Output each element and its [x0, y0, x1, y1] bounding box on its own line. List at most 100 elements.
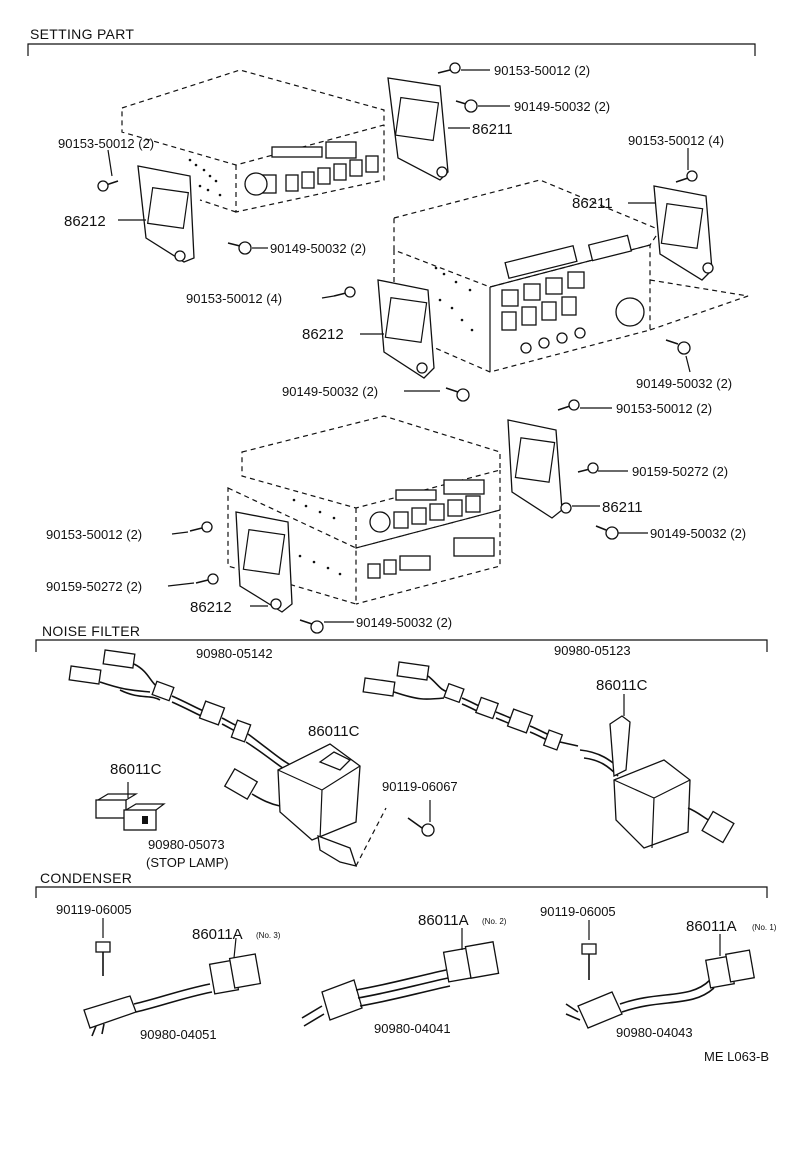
callout-label: (No. 2) [482, 917, 507, 926]
screw-icon [407, 817, 435, 837]
connector-icon [123, 809, 157, 831]
callout-label: (STOP LAMP) [146, 855, 229, 870]
connector-icon [542, 729, 564, 751]
callout-label: 90149-50032 (2) [636, 376, 732, 391]
wire [559, 741, 579, 747]
unit-1-button-3 [317, 167, 331, 185]
callout-label: 90153-50012 (2) [46, 527, 142, 542]
unit-3-button-3 [429, 503, 445, 521]
callout-label: 90159-50272 (2) [632, 464, 728, 479]
connector-icon [506, 708, 534, 734]
noise-filter-harness-1 [68, 649, 387, 867]
screw-icon [675, 170, 698, 183]
wire [99, 681, 151, 693]
condenser-lead [565, 1003, 581, 1021]
bracket-86212-unit-1 [137, 165, 195, 263]
connector-icon [474, 696, 500, 720]
callout-label: 90980-04051 [140, 1027, 217, 1042]
callout-label: 86211 [472, 121, 513, 138]
connector-icon [68, 665, 102, 685]
condenser-body [83, 995, 137, 1029]
condenser-no2 [301, 928, 500, 1027]
unit-2-bracket-link [649, 279, 749, 331]
unit-3-labels: 90153-50012 (2) 90159-50272 (2) 86211 90… [46, 401, 746, 630]
unit-3-lower-side [227, 487, 357, 605]
unit-2-leaders [321, 148, 691, 392]
condenser-no1 [565, 920, 756, 1029]
bracket-plate [507, 419, 563, 519]
bracket-86212-unit-2 [377, 279, 435, 379]
condenser-no3 [83, 918, 262, 1037]
unit-1-button-4 [333, 163, 347, 181]
unit-3-lower-button-2 [383, 559, 397, 575]
bolt-icon [455, 99, 478, 113]
wire [393, 691, 445, 700]
bracket-tab-hole [270, 598, 282, 610]
unit-2-display [504, 244, 578, 280]
callout-label: 90119-06005 [540, 904, 616, 919]
filter-bracket [317, 835, 357, 867]
screw-icon [189, 521, 213, 533]
callout-label: 90149-50032 (2) [356, 615, 452, 630]
bracket-plate [377, 279, 435, 379]
unit-1-leaders [107, 69, 510, 249]
unit-3-lower-display [453, 537, 495, 557]
unit-2-button-6 [521, 306, 537, 326]
unit-2-volume-knob [615, 297, 645, 327]
wire [119, 689, 161, 701]
connector-icon [464, 941, 500, 979]
condenser-body [577, 991, 623, 1029]
bracket-tab-hole [436, 166, 448, 178]
callout-label: 86011A [192, 926, 243, 943]
callout-label: 86211 [602, 499, 643, 516]
unit-2-display-2 [587, 234, 633, 262]
callout-label: 86011A [686, 918, 737, 935]
mount-dash [355, 807, 387, 867]
callout-label: 86211 [572, 195, 613, 212]
condenser-bracket-line [35, 886, 768, 898]
bracket-plate [653, 185, 713, 281]
radio-unit-2 [393, 179, 749, 373]
noise-filter-harness-2 [362, 661, 735, 849]
unit-3-button-4 [447, 499, 463, 517]
wire [619, 979, 715, 1013]
filter-bracket [609, 715, 631, 778]
unit-1-fasteners [97, 62, 478, 255]
unit-2-button-7 [541, 301, 557, 321]
bracket-window [146, 186, 190, 230]
condenser-labels: 90119-06005 86011A (No. 3) 90980-04051 8… [56, 902, 777, 1042]
connector-icon [198, 700, 226, 726]
bracket-tab-hole [702, 262, 714, 274]
unit-2-labels: 90153-50012 (4) 86211 90153-50012 (4) 86… [186, 133, 732, 399]
connector-edges [97, 793, 166, 811]
callout-label: 90980-05142 [196, 646, 273, 661]
bolt-icon [445, 387, 470, 402]
noise-filter-heading: NOISE FILTER [42, 623, 140, 639]
unit-1-front-outline [235, 125, 385, 213]
unit-2-small-knob-1 [520, 342, 532, 354]
callout-label: 86011C [110, 761, 162, 778]
wire [427, 675, 449, 693]
connector-icon [701, 810, 735, 844]
condenser-lead [301, 1005, 325, 1027]
callout-label: 86212 [190, 599, 232, 616]
connector-icon [223, 767, 259, 801]
unit-2-button-5 [501, 311, 517, 331]
unit-2-button-3 [545, 277, 563, 295]
callout-label: (No. 3) [256, 931, 281, 940]
bracket-86211-unit-3 [507, 419, 572, 519]
bracket-tab-hole [174, 250, 186, 262]
unit-2-small-knob-2 [538, 337, 550, 349]
bracket-86212-unit-3 [235, 511, 293, 613]
unit-3-button-1 [393, 511, 409, 529]
screw-icon [557, 399, 580, 411]
unit-1-button-2 [301, 171, 315, 189]
bracket-tab-hole [416, 362, 428, 374]
filter-box [613, 759, 691, 849]
condenser-heading: CONDENSER [40, 870, 132, 886]
callout-label: 90119-06005 [56, 902, 132, 917]
screw-icon [333, 286, 356, 298]
unit-3-lower-cassette [399, 555, 431, 571]
unit-3-button-2 [411, 507, 427, 525]
